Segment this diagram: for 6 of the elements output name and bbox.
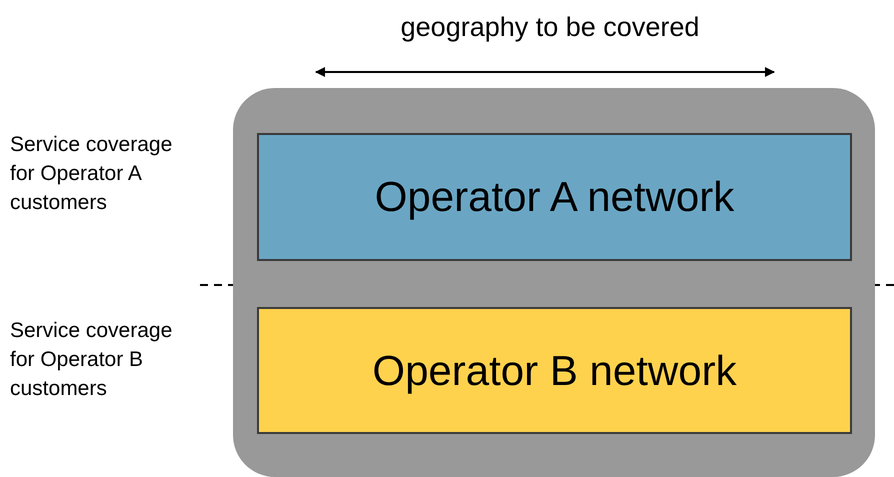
side-label: Service coverage for Operator A customers: [10, 132, 174, 216]
network-box: Operator B network: [257, 307, 852, 434]
side-label: Service coverage for Operator B customers: [10, 318, 174, 402]
enclosure-box: [233, 88, 875, 477]
network-box: Operator A network: [257, 133, 852, 261]
dimension-label: geography to be covered: [400, 12, 700, 43]
